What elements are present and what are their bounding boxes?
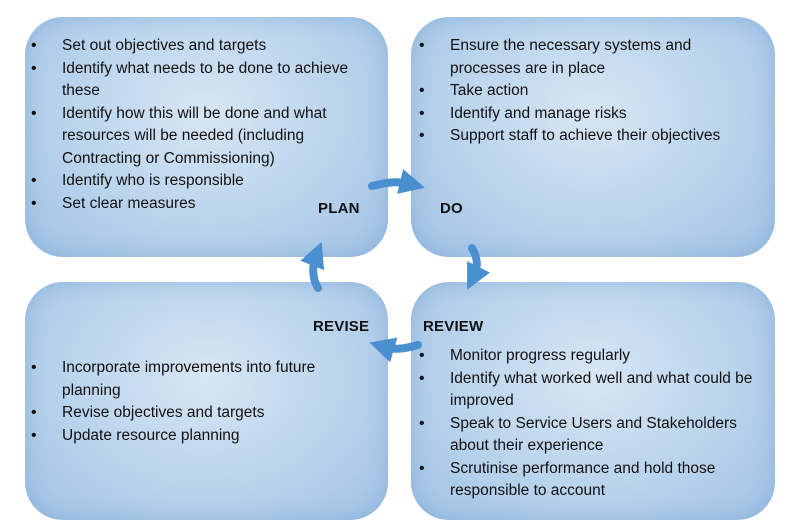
revise-item: Revise objectives and targets <box>25 402 370 425</box>
plan-item: Identify what needs to be done to achiev… <box>25 58 370 103</box>
do-bullet-list: Ensure the necessary systems and process… <box>413 35 758 148</box>
do-item: Ensure the necessary systems and process… <box>413 35 758 80</box>
plan-item: Set clear measures <box>25 193 370 216</box>
review-item: Scrutinise performance and hold those re… <box>413 458 773 503</box>
plan-item: Identify who is responsible <box>25 170 370 193</box>
review-bullet-list: Monitor progress regularly Identify what… <box>413 345 773 503</box>
revise-bullet-list: Incorporate improvements into future pla… <box>25 357 370 447</box>
plan-item: Identify how this will be done and what … <box>25 103 370 171</box>
plan-stage-label: PLAN <box>318 200 360 217</box>
plan-bullet-list: Set out objectives and targets Identify … <box>25 35 370 215</box>
do-item: Support staff to achieve their objective… <box>413 125 758 148</box>
do-item: Take action <box>413 80 758 103</box>
revise-stage-label: REVISE <box>313 318 370 335</box>
plan-item: Set out objectives and targets <box>25 35 370 58</box>
review-item: Speak to Service Users and Stakeholders … <box>413 413 773 458</box>
do-stage-label: DO <box>440 200 463 217</box>
revise-item: Update resource planning <box>25 425 370 448</box>
review-item: Monitor progress regularly <box>413 345 773 368</box>
revise-item: Incorporate improvements into future pla… <box>25 357 370 402</box>
review-stage-label: REVIEW <box>423 318 484 335</box>
review-item: Identify what worked well and what could… <box>413 368 773 413</box>
do-item: Identify and manage risks <box>413 103 758 126</box>
